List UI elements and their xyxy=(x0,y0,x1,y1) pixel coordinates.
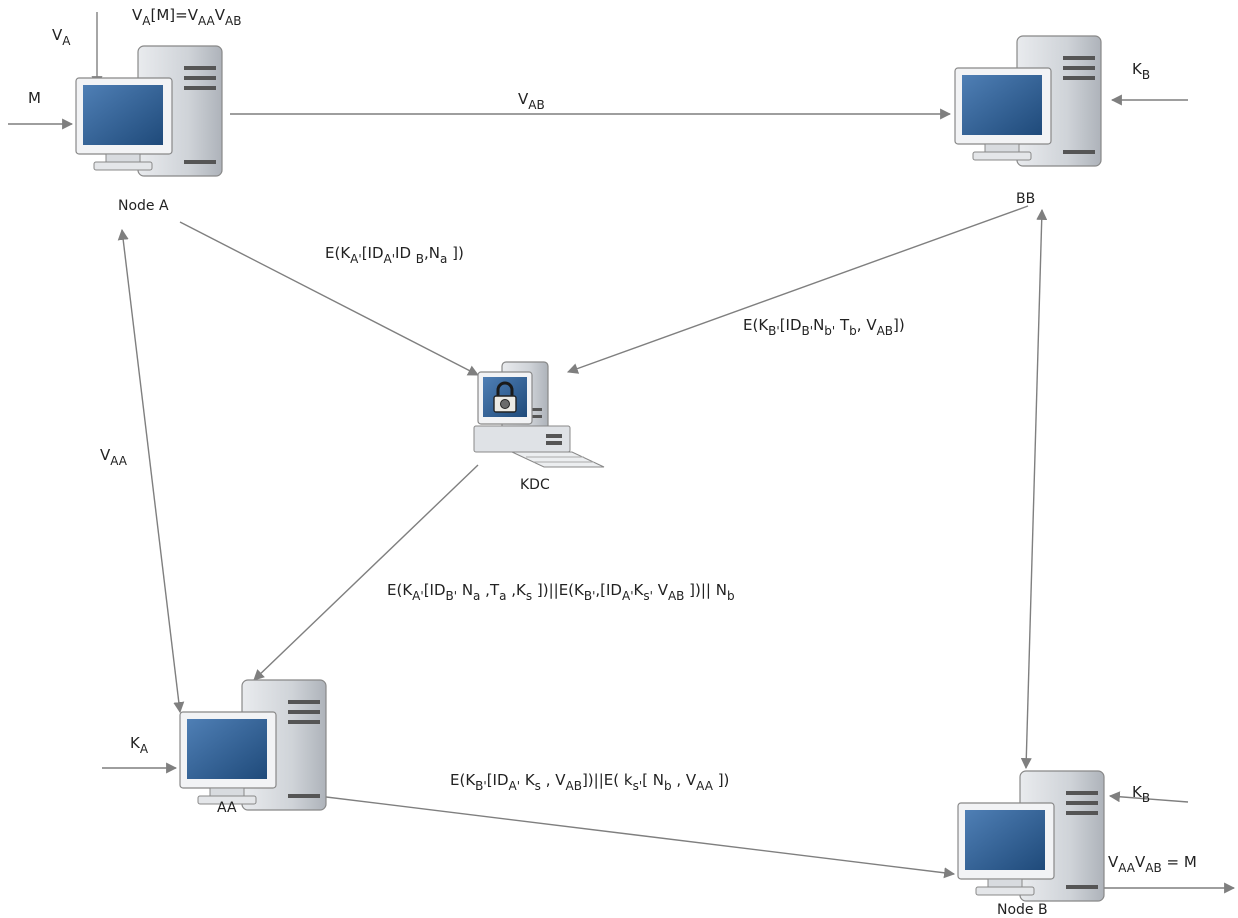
vaa-link-label: VAA xyxy=(100,446,128,468)
lock-icon xyxy=(493,381,517,413)
computer-icon-node-b xyxy=(957,770,1105,902)
m-input-label: M xyxy=(28,89,41,107)
bb-label: BB xyxy=(1016,191,1036,207)
message-kdc-to-aa: E(KA'[IDB' Na ,Ta ,Ks ])||E(KB',[IDA'Ks'… xyxy=(387,581,735,603)
node-a-label: Node A xyxy=(118,198,169,214)
kb-input-label-top: KB xyxy=(1132,60,1151,82)
arrow-bb-to-kdc xyxy=(566,205,1029,374)
arrow-bb-nodeb-bidirectional xyxy=(1020,208,1048,770)
message-a-to-kdc: E(KA'[IDA'ID B,Na ]) xyxy=(325,244,464,266)
kdc-label: KDC xyxy=(520,477,550,493)
va-input-label: VA xyxy=(52,26,71,48)
kb-input-label-bottom: KB xyxy=(1132,783,1151,805)
result-formula: VAAVAB = M xyxy=(1108,853,1197,875)
va-m-formula: VA[M]=VAAVAB xyxy=(132,6,242,28)
kdc-server-icon xyxy=(473,361,605,468)
computer-icon-bb xyxy=(954,35,1102,167)
message-bb-to-kdc: E(KB'[IDB'Nb' Tb, VAB]) xyxy=(743,316,905,338)
arrow-a-aa-bidirectional xyxy=(117,228,185,714)
connections xyxy=(8,12,1236,894)
arrow-kdc-to-aa xyxy=(253,464,479,681)
arrow-aa-to-nodeb xyxy=(317,795,956,879)
computer-icon-node-a xyxy=(75,45,223,177)
arrow-a-to-kdc xyxy=(179,221,479,376)
arrow-kb-input-bottom xyxy=(1108,791,1189,803)
aa-label: AA xyxy=(217,800,237,816)
vab-link-label: VAB xyxy=(518,90,545,112)
node-b-label: Node B xyxy=(997,902,1048,918)
computer-icon-aa xyxy=(179,679,327,811)
message-aa-to-node-b: E(KB'[IDA' Ks , VAB])||E( ks'[ Nb , VAA … xyxy=(450,771,730,793)
ka-input-label: KA xyxy=(130,734,149,756)
